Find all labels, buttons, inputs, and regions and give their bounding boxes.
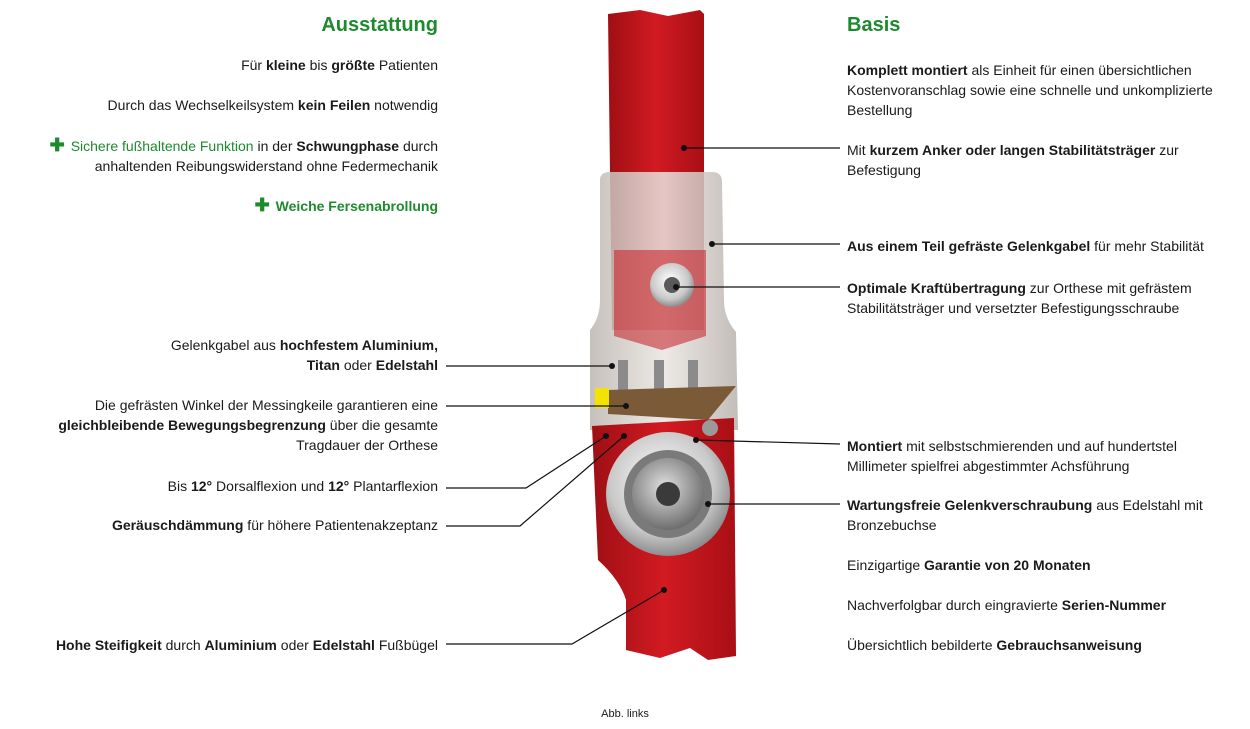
left-item: Geräuschdämmung für höhere Patientenakze…: [111, 517, 438, 533]
brass-wedge: [608, 386, 736, 420]
right-item: Übersichtlich bebilderte Gebrauchsanweis…: [847, 637, 1142, 653]
heading-left: Ausstattung: [321, 14, 438, 36]
left-item: Für kleine bis größte Patienten: [241, 57, 438, 73]
right-item: Nachverfolgbar durch eingravierte Serien…: [847, 597, 1167, 613]
plus-icon: ✚: [49, 135, 65, 155]
left-item: Bis 12° Dorsalflexion und 12° Plantarfle…: [167, 478, 438, 494]
right-item: Aus einem Teil gefräste Gelenkgabel für …: [847, 238, 1204, 254]
left-item: Gelenkgabel aus hochfestem Aluminium, Ti…: [170, 337, 438, 373]
right-item: Einzigartige Garantie von 20 Monaten: [847, 557, 1091, 573]
left-item: ✚Weiche Fersenabrollung: [254, 195, 438, 215]
left-item: Die gefrästen Winkel der Messingkeile ga…: [58, 397, 438, 453]
right-item: Montiert mit selbstschmierenden und auf …: [847, 438, 1177, 474]
figure-caption: Abb. links: [601, 708, 649, 720]
left-item: Hohe Steifigkeit durch Aluminium oder Ed…: [55, 637, 438, 653]
plus-icon: ✚: [254, 195, 270, 215]
heading-right: Basis: [847, 14, 901, 36]
right-item: Mit kurzem Anker oder langen Stabilitäts…: [847, 142, 1179, 178]
right-item: Komplett montiert als Einheit für einen …: [847, 62, 1213, 118]
left-item: Durch das Wechselkeilsystem kein Feilen …: [107, 97, 438, 113]
right-item: Optimale Kraftübertragung zur Orthese mi…: [847, 280, 1192, 316]
right-item: Wartungsfreie Gelenkverschraubung aus Ed…: [847, 497, 1203, 533]
left-item: ✚Sichere fußhaltende Funktion in der Sch…: [49, 135, 438, 174]
